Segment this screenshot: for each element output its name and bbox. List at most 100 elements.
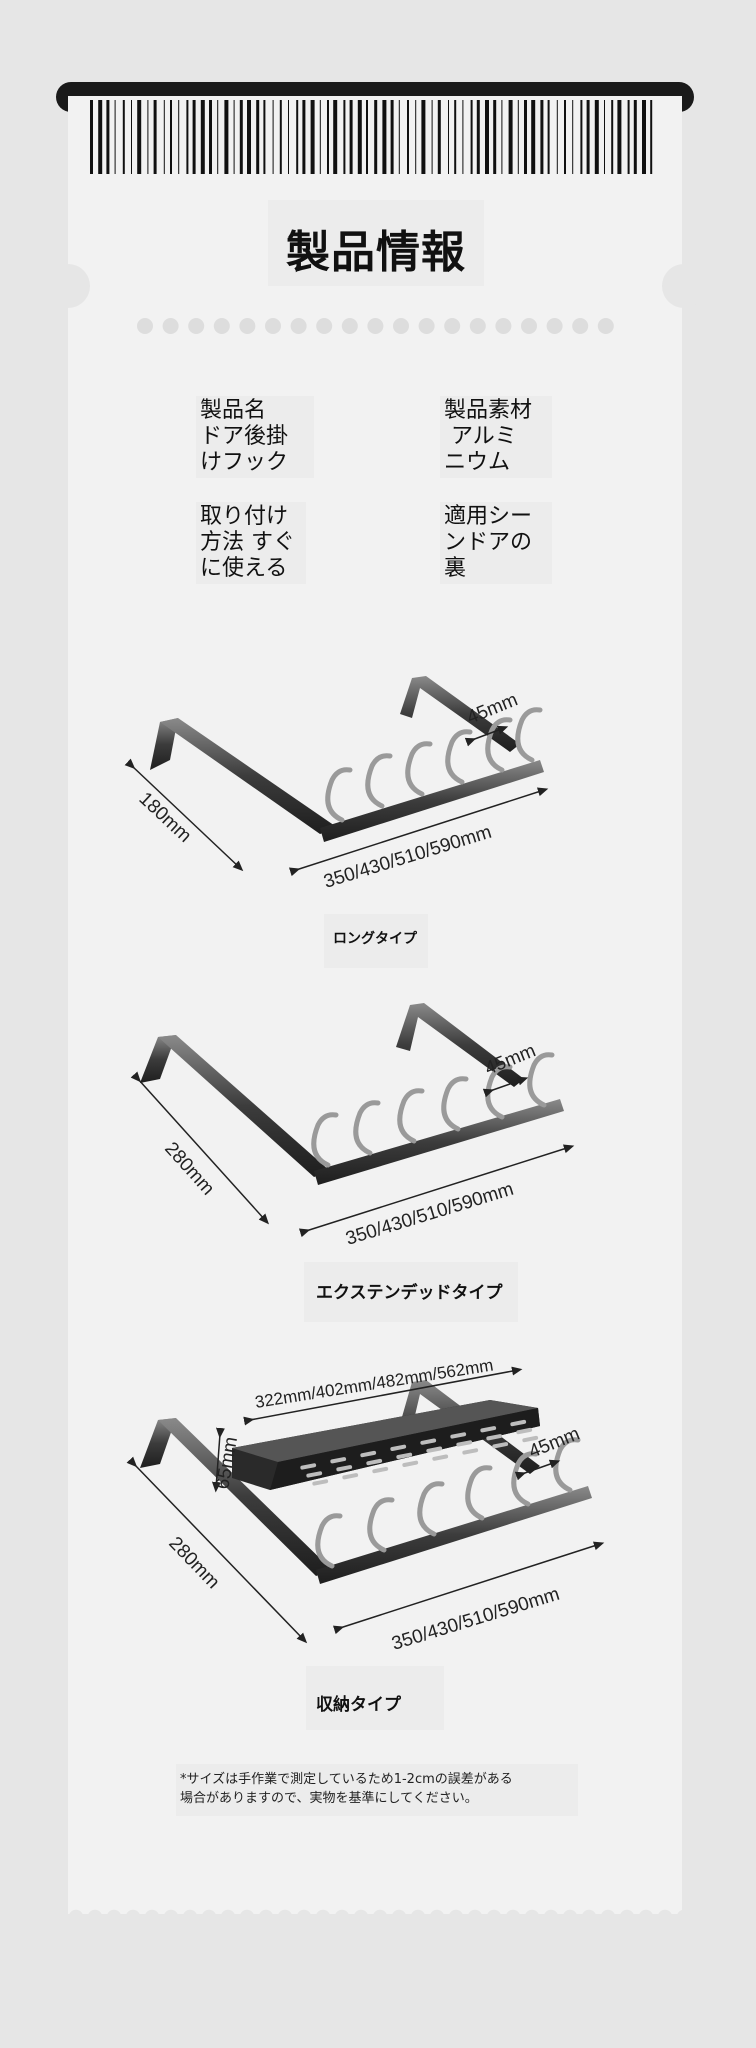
spec-product-name-line: けフック [200,450,289,475]
caption-background [324,914,428,968]
tray-slot [396,1452,413,1459]
barcode-bar [366,100,368,174]
spec-material-line: 製品素材 [444,398,533,423]
dim-line-width [332,1541,605,1635]
hooks [315,1437,581,1569]
long-type-diagram: 180mm 350/430/510/590mm 45mm [124,676,549,893]
door-hook-right [396,1003,524,1087]
barcode-bar [98,100,103,174]
barcode-bar [604,100,605,174]
dim-depth-label: 280mm [160,1138,218,1199]
divider-dot [162,318,179,334]
note-background [176,1764,578,1816]
storage-type-caption: 収納タイプ [316,1695,401,1715]
barcode-bar [547,100,550,174]
barcode-bar [470,100,473,174]
divider-dot [316,318,333,334]
tray-slot [390,1444,407,1451]
caption-background [304,1262,518,1322]
door-hook-left [140,1418,176,1468]
barcode-bar [114,100,116,174]
barcode-bar [178,100,180,174]
barcode-bar [296,100,299,174]
dim-gap-label: 45mm [464,689,521,728]
spec-material: 製品素材 アルミ ニウム [440,396,552,478]
barcode-bar [310,100,315,174]
tray-slot [342,1473,359,1480]
barcode-bar [437,100,441,174]
barcode-bar [627,100,630,174]
dim-line-gap [514,1459,561,1481]
tray-slot [372,1466,389,1474]
barcode-bar [501,100,503,174]
storage-type-diagram: 280mm 350/430/510/590mm 45mm 322mm/402mm… [126,1355,605,1655]
barcode-bar [122,100,125,174]
dim-tray-width-label: 322mm/402mm/482mm/562mm [254,1355,495,1411]
barcode-bar [508,100,513,174]
barcode-bar [374,100,378,174]
barcode-bar [224,100,229,174]
divider-dot [367,318,384,334]
divider-dot [597,318,614,334]
dim-line-tray-width [243,1366,523,1426]
barcode-bar [170,100,172,174]
dim-line-width [288,787,549,877]
barcode-bar [90,100,93,174]
size-disclaimer-line: *サイズは手作業で測定しているため1-2cmの誤差がある [180,1772,513,1787]
barcode-bar [272,100,274,174]
barcode-bar [421,100,426,174]
extended-type-diagram: 280mm 350/430/510/590mm 45mm [130,1003,575,1250]
rail-arm [160,718,338,834]
ticket-notch-right [662,264,706,308]
barcode-bar [431,100,433,174]
door-hook-left [150,718,178,770]
tray-slot [480,1426,497,1433]
tray-slot [516,1427,533,1435]
divider-dot [444,318,461,334]
barcode-bar [407,100,409,174]
title-background [268,200,484,286]
spec-scene-line: 裏 [444,556,467,581]
tray-slot [450,1432,467,1439]
barcode-bar [217,100,219,174]
barcode-bar [200,100,205,174]
barcode-bar [153,100,157,174]
barcode-bar [594,100,599,174]
barcode-bar [617,100,622,174]
dim-line-gap [464,725,509,747]
size-disclaimer-line: 場合がありますので、実物を基準にしてください。 [180,1791,478,1806]
tray-slot [330,1457,347,1464]
spec-product-name-line: 製品名 [200,398,267,423]
spec-scene: 適用シー ンドアの 裏 [440,502,552,584]
barcode-bar [572,100,574,174]
spec-material-line: ニウム [444,450,511,475]
tray-slot [456,1440,473,1447]
spec-installation-line: に使える [200,556,288,581]
spec-installation-line: 取り付け [200,504,289,529]
barcode-bar [349,100,353,174]
tray-slot [492,1442,509,1449]
barcode-bar [186,100,189,174]
barcode-bar [642,100,646,174]
extended-type-caption: エクステンデッドタイプ [316,1283,503,1303]
dim-line-gap [482,1076,529,1098]
divider-dot [495,318,512,334]
barcode-bar [454,100,457,174]
ticket-notch-left [46,264,90,308]
barcode-bar [476,100,480,174]
dim-line-tray-height [211,1427,225,1493]
barcode-bar [131,100,132,174]
spec-product-name-line: ドア後掛 [200,424,289,449]
barcode-bar [279,100,282,174]
spec-installation-line: 方法 すぐ [200,530,295,555]
tray-slot [420,1438,437,1445]
tray-slot [360,1450,377,1458]
barcode-bar [580,100,583,174]
tray-slot [306,1471,323,1478]
divider-dot [393,318,409,334]
barcode-bar [163,100,165,174]
divider-dot [418,318,435,334]
barcode-bar [256,100,260,174]
barcode-bar [333,100,338,174]
barcode-bar [540,100,544,174]
